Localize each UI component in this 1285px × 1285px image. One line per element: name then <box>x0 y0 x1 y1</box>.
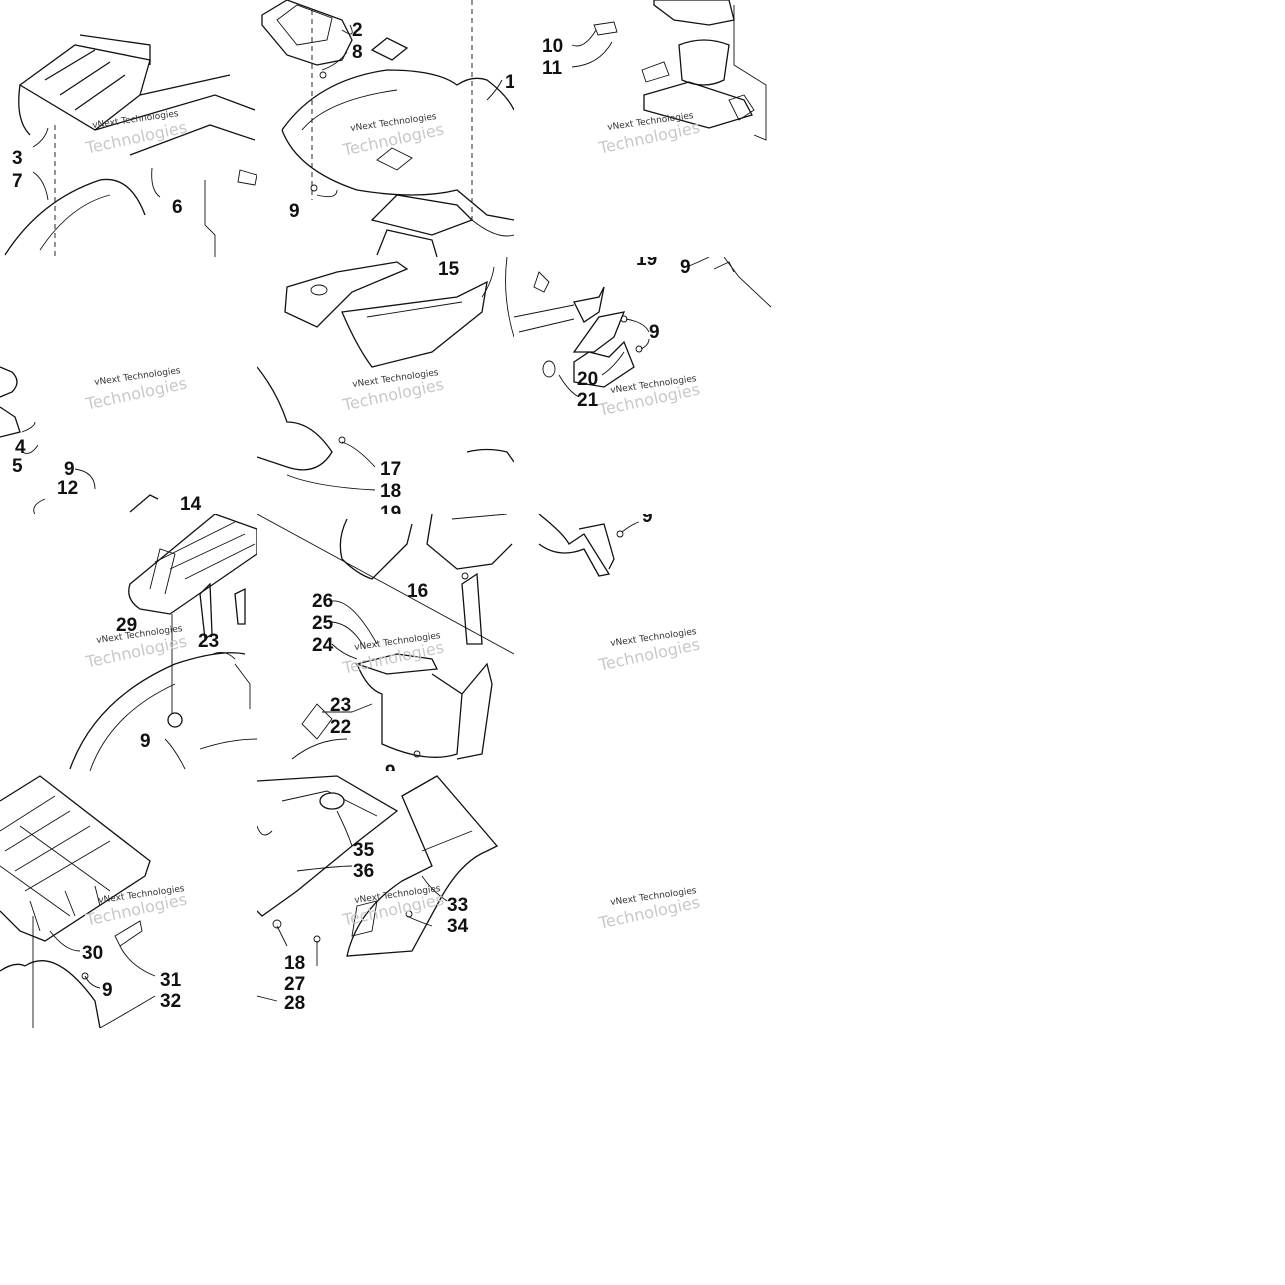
callout-8: 8 <box>352 42 363 63</box>
callout-12: 12 <box>57 478 78 499</box>
tile-mud-flap: 9 <box>514 514 771 771</box>
callout-9d: 9 <box>649 322 660 343</box>
rack-drawing: 3 7 6 <box>4 34 257 257</box>
callout-32: 32 <box>160 991 181 1012</box>
mud-flap-drawing: 9 <box>538 514 653 577</box>
callout-35: 35 <box>353 840 375 861</box>
callout-1: 1 <box>505 72 514 93</box>
side-panel-drawing: 15 17 18 19 <box>257 257 514 514</box>
callout-2: 2 <box>352 20 363 41</box>
callout-30: 30 <box>82 943 103 964</box>
rear-fender-well-drawing: 16 26 25 24 23 22 9 <box>257 514 514 771</box>
heat-shield-drawing: 19 9 9 20 21 <box>514 257 771 411</box>
callout-33: 33 <box>447 895 468 916</box>
callout-5: 5 <box>12 456 23 477</box>
tile-side-panel: 15 17 18 19 <box>257 257 514 514</box>
front-fender-drawing: 35 36 33 34 18 27 28 <box>257 775 499 1014</box>
tile-rack-side-left: 4 5 9 12 14 <box>0 257 257 514</box>
callout-34: 34 <box>447 916 469 937</box>
callout-18b: 18 <box>284 953 305 974</box>
callout-22: 22 <box>330 717 351 738</box>
rack-side-drawing: 4 5 9 12 14 <box>0 366 202 514</box>
callout-29: 29 <box>116 615 137 636</box>
callout-7: 7 <box>12 171 23 192</box>
callout-4: 4 <box>15 437 26 458</box>
tile-rear-rack-top-left: 3 7 6 <box>0 0 257 257</box>
tile-steering-bracket: 10 11 <box>514 0 771 257</box>
callout-3: 3 <box>12 148 23 169</box>
callout-15: 15 <box>438 259 460 280</box>
callout-36: 36 <box>353 861 374 882</box>
callout-28: 28 <box>284 993 305 1014</box>
callout-27: 27 <box>284 974 305 995</box>
tile-rear-rack-side: 13 14 29 23 9 <box>0 514 257 771</box>
steering-bracket-drawing: 10 11 <box>542 0 767 141</box>
tile-blank <box>514 771 771 1028</box>
callout-11: 11 <box>542 58 563 79</box>
callout-25: 25 <box>312 613 334 634</box>
tile-front-rack: 30 9 31 32 <box>0 771 257 1028</box>
tile-heat-shield: 19 9 9 20 21 <box>514 257 771 514</box>
callout-19b: 19 <box>636 257 657 270</box>
callout-9b: 9 <box>64 459 75 480</box>
callout-14: 14 <box>180 494 202 514</box>
callout-17: 17 <box>380 459 401 480</box>
callout-24: 24 <box>312 635 334 656</box>
callout-26: 26 <box>312 591 333 612</box>
callout-9h: 9 <box>102 980 113 1001</box>
callout-9f: 9 <box>385 762 396 771</box>
callout-10: 10 <box>542 36 563 57</box>
callout-21: 21 <box>577 390 599 411</box>
front-panel-drawing: 2 8 1 9 <box>261 0 514 257</box>
tile-front-body-panel: 2 8 1 9 <box>257 0 514 257</box>
callout-31: 31 <box>160 970 182 991</box>
callout-18: 18 <box>380 481 401 502</box>
front-rack-drawing: 30 9 31 32 <box>0 775 182 1028</box>
callout-16: 16 <box>407 581 428 602</box>
tile-rear-fender-well: 16 26 25 24 23 22 9 <box>257 514 514 771</box>
callout-9g: 9 <box>642 514 653 527</box>
callout-9c: 9 <box>680 257 691 278</box>
callout-20: 20 <box>577 369 598 390</box>
callout-9e: 9 <box>140 731 151 752</box>
callout-19: 19 <box>380 503 401 514</box>
callout-23: 23 <box>198 631 219 652</box>
rear-rack-side-drawing: 13 14 29 23 9 <box>69 514 257 771</box>
callout-9: 9 <box>289 201 300 222</box>
tile-front-fender: 35 36 33 34 18 27 28 <box>257 771 514 1028</box>
callout-23b: 23 <box>330 695 351 716</box>
callout-6: 6 <box>172 197 183 218</box>
